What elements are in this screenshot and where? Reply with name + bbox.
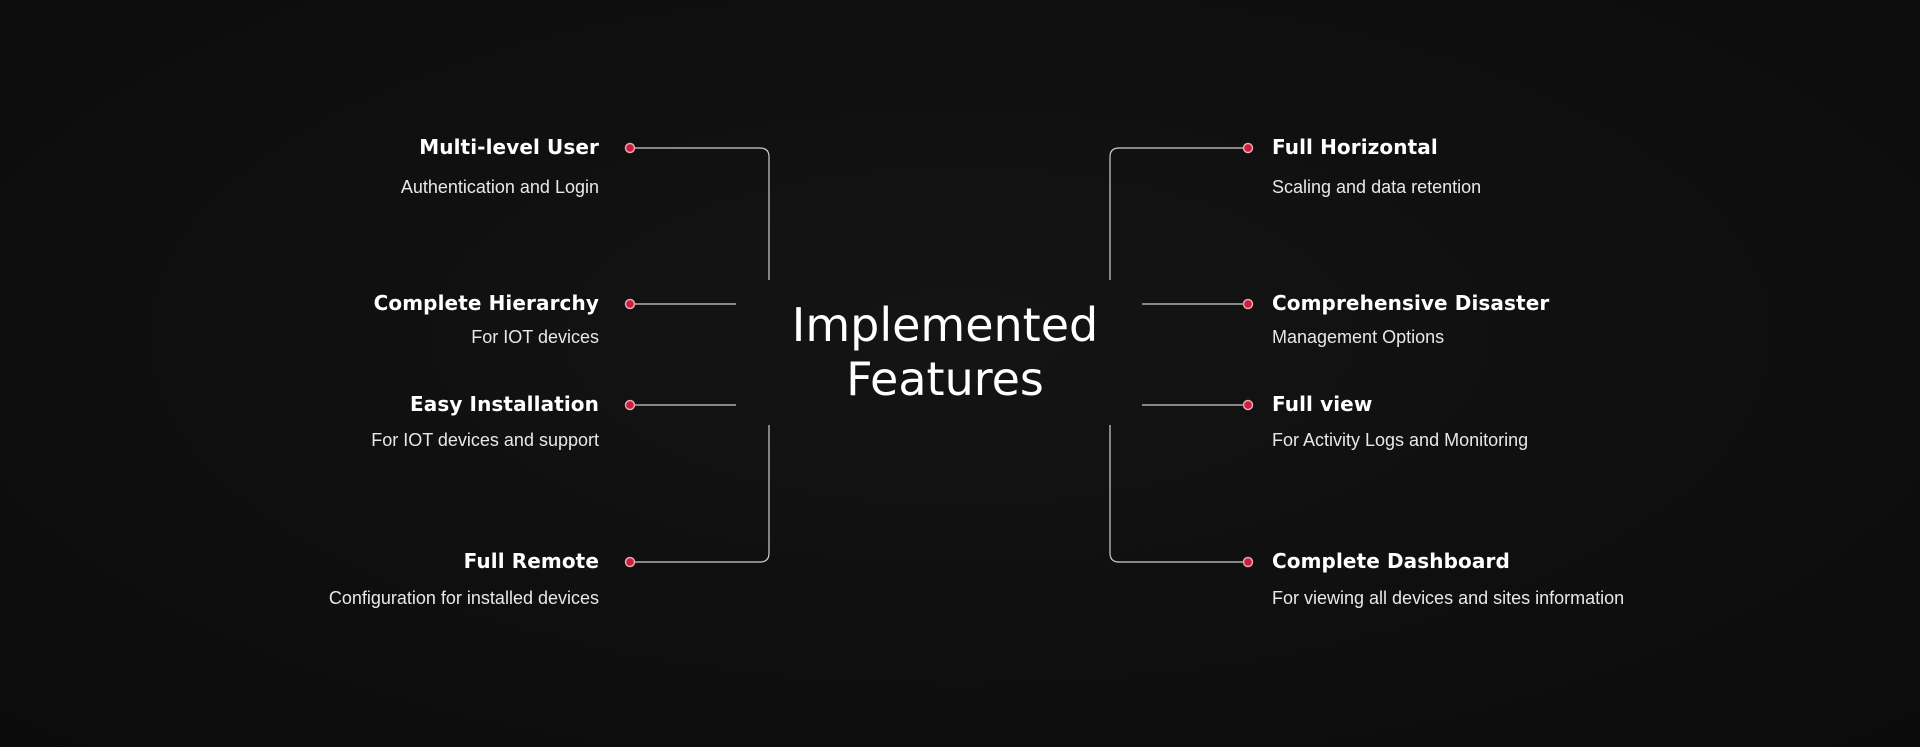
feature-left-3: Easy Installation For IOT devices and su… — [371, 391, 599, 452]
feature-right-1: Full Horizontal Scaling and data retenti… — [1272, 134, 1481, 199]
feature-desc: For IOT devices and support — [371, 430, 599, 450]
diagram-title-line1: Implemented — [791, 298, 1099, 352]
diagram-title-line2: Features — [846, 352, 1044, 406]
node-right-2 — [1242, 298, 1254, 310]
node-left-1 — [624, 142, 636, 154]
node-left-4 — [624, 556, 636, 568]
feature-title: Easy Installation — [409, 392, 599, 416]
node-right-4 — [1242, 556, 1254, 568]
feature-right-2: Comprehensive Disaster Management Option… — [1272, 290, 1549, 349]
feature-title: Multi-level User — [419, 135, 599, 159]
feature-title: Full view — [1272, 392, 1373, 416]
feature-desc: For IOT devices — [471, 327, 599, 347]
feature-title: Complete Hierarchy — [373, 291, 599, 315]
diagram-title: Implemented Features — [745, 298, 1145, 406]
feature-desc: For Activity Logs and Monitoring — [1272, 430, 1529, 450]
feature-desc: Scaling and data retention — [1272, 177, 1482, 197]
feature-title: Comprehensive Disaster — [1272, 291, 1550, 315]
feature-desc: Configuration for installed devices — [328, 588, 599, 608]
feature-title: Complete Dashboard — [1272, 549, 1510, 573]
node-right-1 — [1242, 142, 1254, 154]
connector-right-top — [1109, 147, 1248, 280]
feature-title: Full Remote — [463, 549, 599, 573]
feature-right-3: Full view For Activity Logs and Monitori… — [1272, 391, 1528, 452]
feature-desc: For viewing all devices and sites inform… — [1272, 588, 1625, 608]
feature-left-4: Full Remote Configuration for installed … — [329, 548, 599, 610]
connector-left-bottom — [630, 425, 770, 563]
feature-title: Full Horizontal — [1272, 135, 1438, 159]
feature-desc: Authentication and Login — [400, 177, 599, 197]
feature-left-2: Complete Hierarchy For IOT devices — [374, 290, 599, 349]
connector-left-top — [630, 147, 770, 280]
node-left-3 — [624, 399, 636, 411]
feature-right-4: Complete Dashboard For viewing all devic… — [1272, 548, 1624, 610]
node-right-3 — [1242, 399, 1254, 411]
node-left-2 — [624, 298, 636, 310]
connector-right-bottom — [1109, 425, 1248, 563]
feature-left-1: Multi-level User Authentication and Logi… — [401, 134, 599, 199]
feature-desc: Management Options — [1272, 327, 1445, 347]
